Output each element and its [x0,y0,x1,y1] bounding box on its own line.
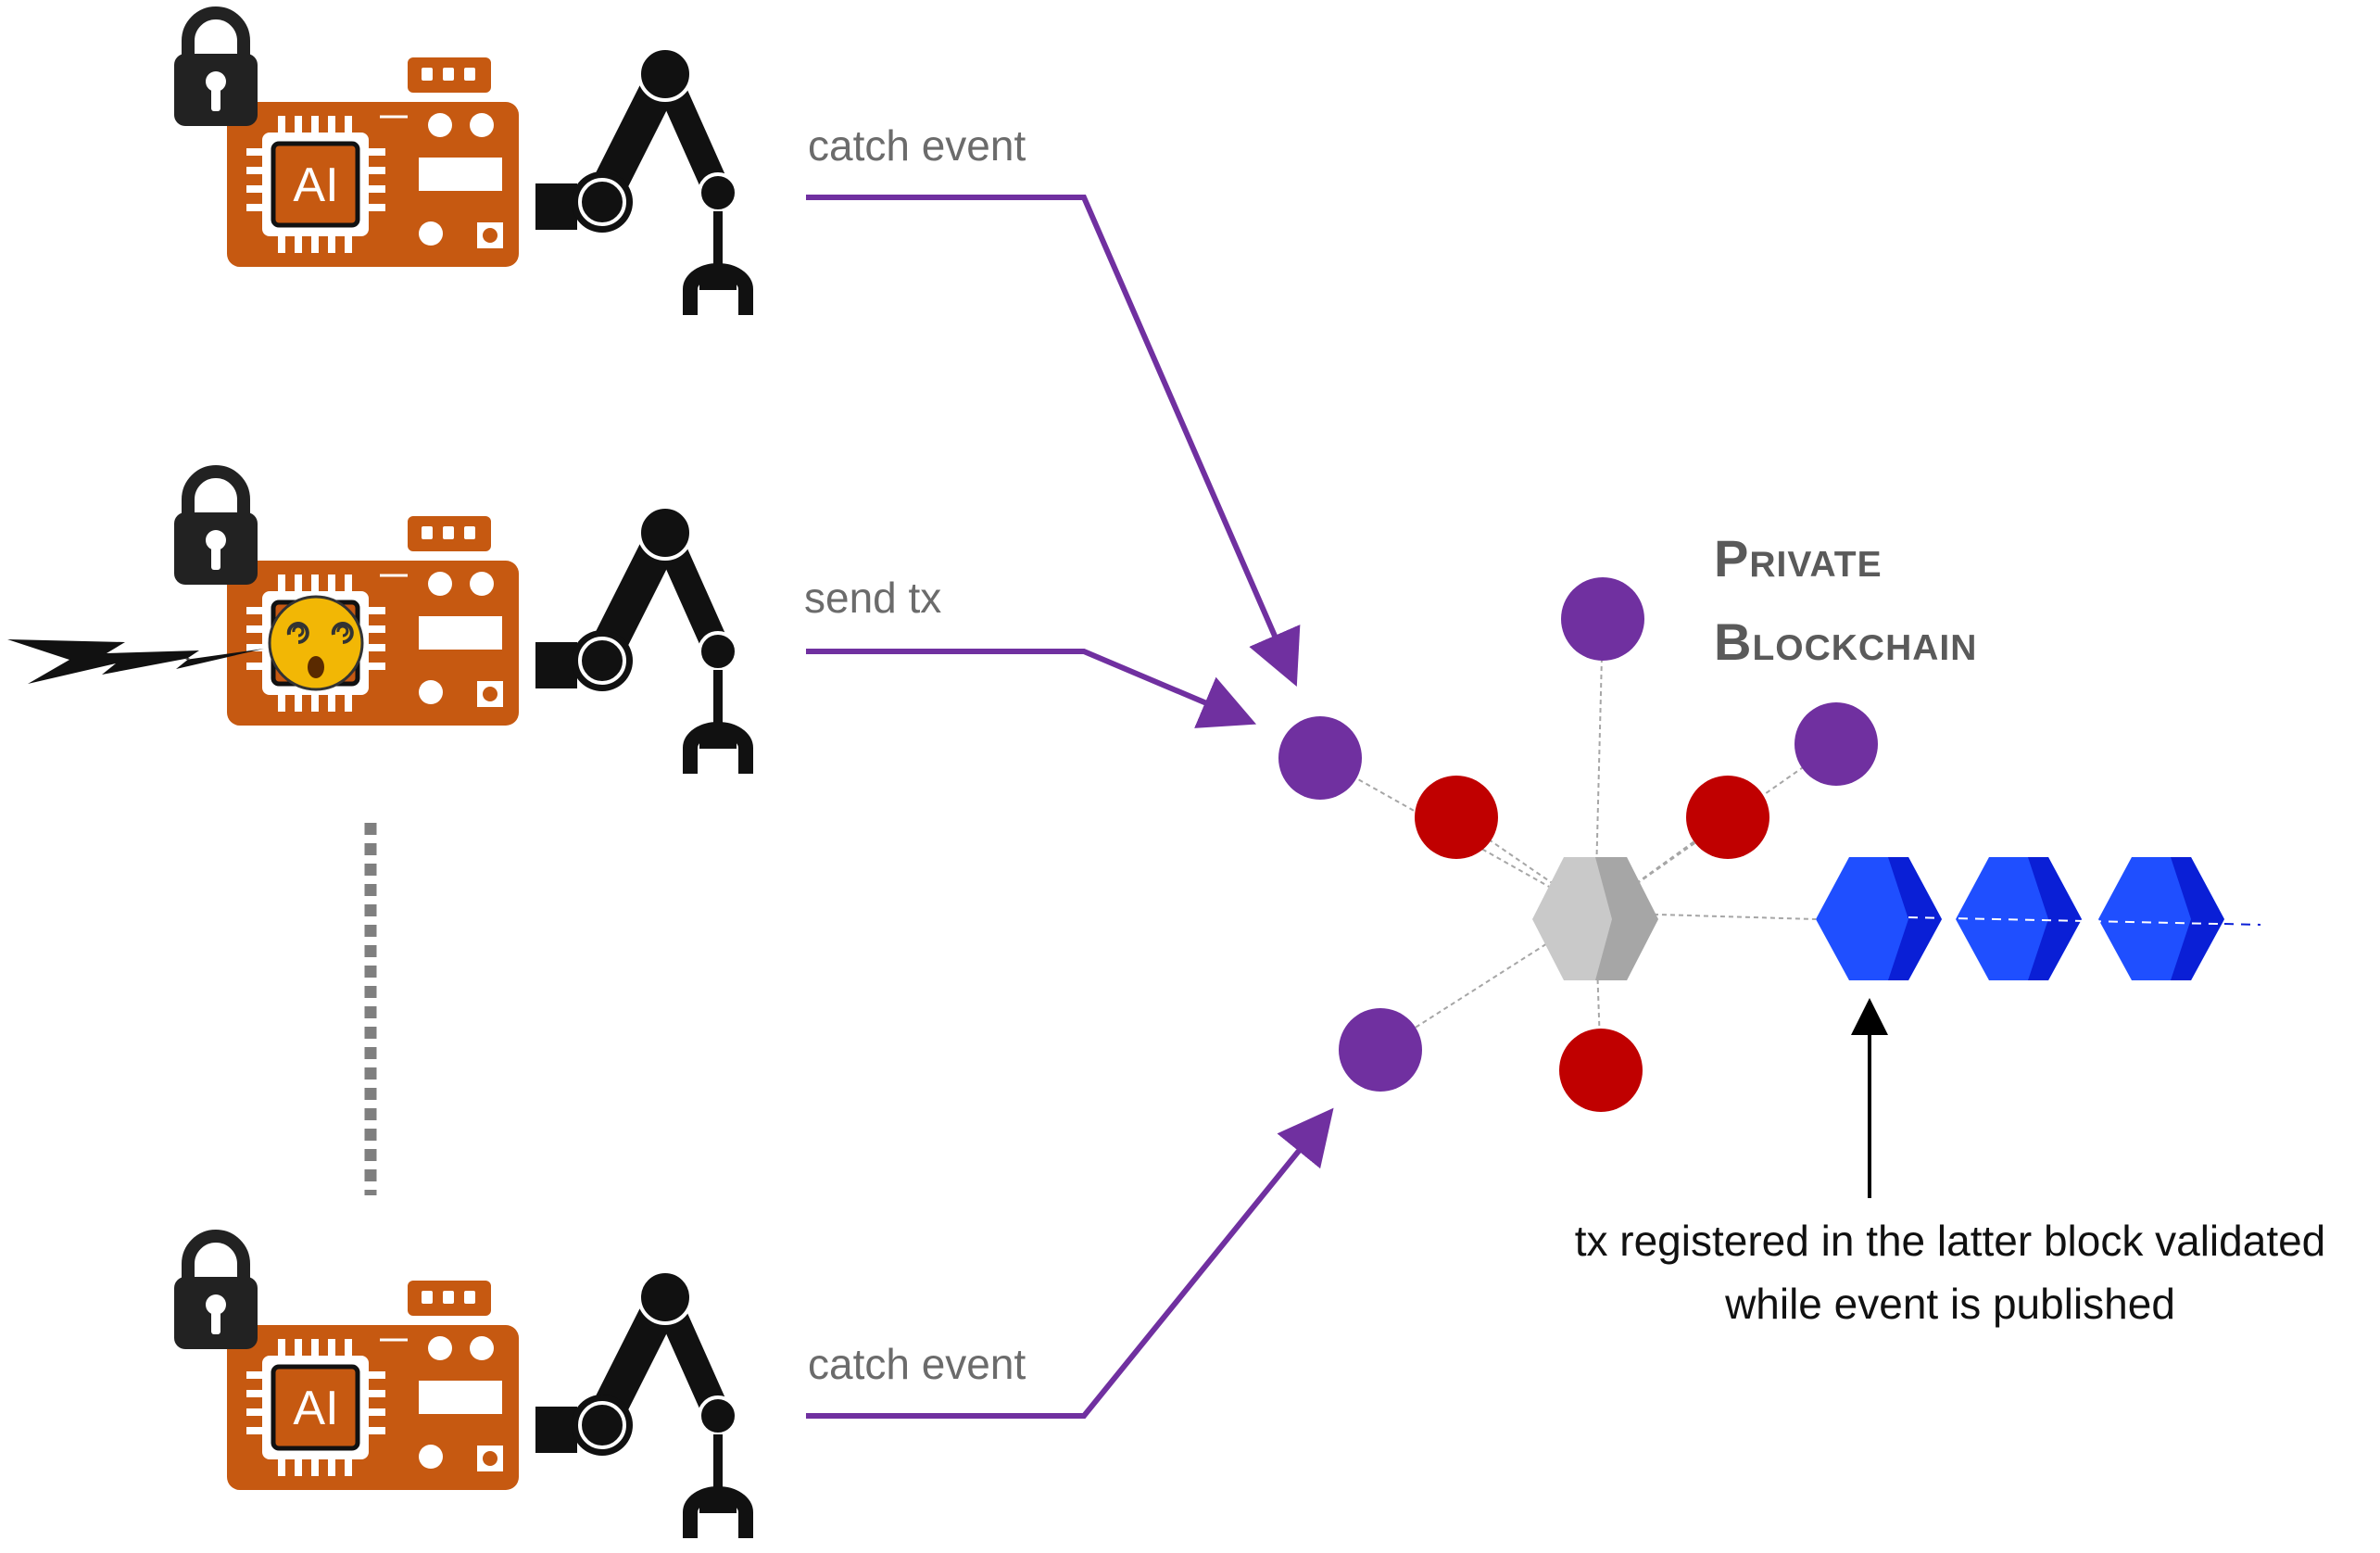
chain-link [1908,916,2261,926]
lock-icon [174,1236,258,1349]
label-catch-event-top: catch event [808,121,1026,170]
network-node-red [1415,776,1498,859]
circuit-board-icon [227,57,519,267]
network-node-red [1559,1029,1643,1112]
network-node-red [1686,776,1769,859]
ai-chip-label: AI [293,1382,338,1435]
device-top: AI [174,13,746,315]
lock-icon [174,472,258,585]
block-1-icon [1816,857,1942,980]
lightning-bolt-icon [7,639,264,684]
robot-arm-icon [535,1271,746,1538]
private-blockchain-title: Private Blockchain [1714,517,1977,684]
hub-node-icon [1532,857,1658,980]
circuit-board-icon [227,516,519,726]
dizzy-face-icon [268,595,364,691]
arrow-bottom [806,1107,1334,1419]
block-2-icon [1956,857,2082,980]
ai-chip-label: AI [293,158,338,212]
circuit-board-icon [227,1281,519,1490]
arrow-middle [806,649,1257,728]
annotation-text: tx registered in the latter block valida… [1519,1209,2380,1335]
device-middle [174,472,746,774]
network-node-purple [1794,702,1878,786]
title-line-2: Blockchain [1714,612,1978,671]
network-node-purple [1278,716,1362,800]
network-node-purple [1561,577,1644,661]
robot-arm-icon [535,507,746,774]
title-line-1: Private [1714,529,1883,587]
label-send-tx: send tx [804,574,942,622]
network-node-purple [1339,1008,1422,1092]
lock-icon [174,13,258,126]
label-catch-event-bottom: catch event [808,1340,1026,1388]
block-3-icon [2098,857,2224,980]
annotation-line-1: tx registered in the latter block valida… [1574,1217,2326,1265]
annotation-line-2: while event is published [1725,1280,2175,1328]
robot-arm-icon [535,48,746,315]
chain-tail [2223,923,2261,926]
device-bottom: AI [174,1236,746,1538]
arrow-top [806,195,1301,688]
